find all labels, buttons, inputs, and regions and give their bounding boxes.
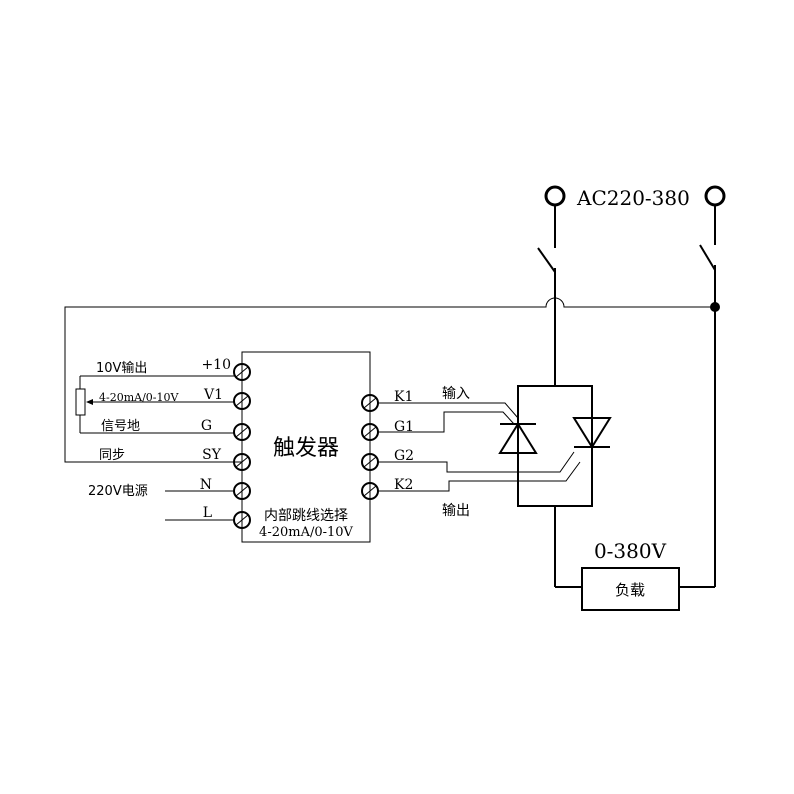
jumper-note-line2: 4-20mA/0-10V (259, 525, 354, 540)
left-terminal-v1 (233, 392, 251, 410)
pin-label-k1: K1 (394, 389, 413, 405)
wire-k1 (378, 402, 519, 419)
output-label: 输出 (442, 503, 470, 519)
wire-g1 (378, 411, 515, 433)
trigger-box (241, 351, 371, 543)
wire-label-220v-supply: 220V电源 (88, 484, 148, 499)
load-label: 负载 (615, 581, 645, 599)
pin-label-g: G (201, 418, 212, 434)
pin-label-g2: G2 (394, 448, 414, 464)
pin-label-sy: SY (202, 447, 222, 463)
wire-label-sync: 同步 (99, 448, 125, 463)
scr-right-triangle (572, 417, 612, 449)
supply-terminal-left (544, 185, 566, 207)
left-terminal-sy (233, 453, 251, 471)
pot-wiper-arrow (86, 399, 93, 405)
load-voltage-label: 0-380V (594, 539, 667, 563)
supply-terminal-right (704, 185, 726, 207)
scr-left-triangle (498, 422, 538, 454)
pin-label-plus10: +10 (201, 357, 231, 373)
pin-label-v1: V1 (203, 387, 223, 403)
left-terminal-g (233, 423, 251, 441)
wire-g2 (378, 451, 575, 473)
supply-label: AC220-380 (576, 186, 690, 210)
pin-label-l: L (203, 505, 212, 521)
wire-label-10v-output: 10V输出 (96, 360, 147, 376)
trigger-title: 触发器 (273, 436, 339, 461)
pin-label-k2: K2 (394, 477, 413, 493)
wire-label-signal-ground: 信号地 (101, 419, 140, 434)
sync-wire (64, 297, 715, 463)
wire-k2 (378, 461, 581, 492)
load-box (581, 567, 680, 611)
switch-right (699, 244, 716, 271)
pin-label-n: N (200, 477, 212, 493)
potentiometer (75, 388, 86, 416)
jumper-note-line1: 内部跳线选择 (264, 508, 348, 524)
switch-left (537, 247, 556, 273)
left-terminal-plus10 (233, 363, 251, 381)
wire-label-analog-input: 4-20mA/0-10V (99, 391, 180, 404)
pin-label-g1: G1 (394, 419, 414, 435)
input-label: 输入 (442, 386, 470, 402)
